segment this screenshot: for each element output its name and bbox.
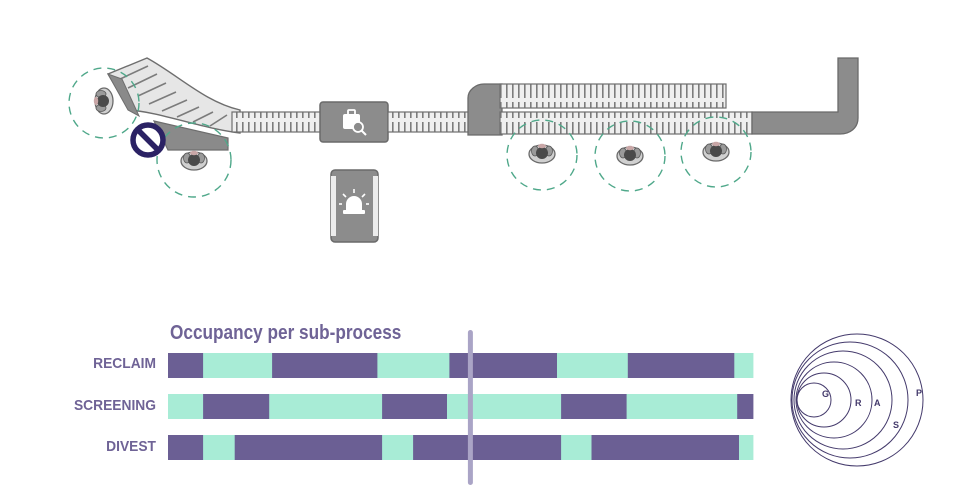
- legend-letter-g: G: [822, 389, 829, 399]
- reclaim-idle-segment: [203, 353, 273, 378]
- timeline-playhead[interactable]: [467, 330, 473, 485]
- divest-idle-segment: [203, 435, 236, 460]
- row-label-divest: DIVEST: [106, 438, 156, 455]
- exit-belt: [751, 57, 859, 135]
- legend-letter-s: S: [893, 420, 899, 430]
- reclaim-busy-segment: [272, 353, 378, 378]
- alarm-station: [330, 169, 379, 243]
- divest-busy-segment: [168, 435, 204, 460]
- concentric-rings-legend: [790, 333, 924, 467]
- reclaim-busy-segment: [627, 353, 735, 378]
- screening-busy-segment: [561, 394, 627, 419]
- operator-zone: [594, 120, 666, 192]
- divest-busy-segment: [413, 435, 562, 460]
- divest-busy-segment: [234, 435, 383, 460]
- baggage-scanner-icon: [343, 109, 367, 136]
- no-entry-icon: [130, 122, 166, 158]
- reclaim-busy-segment: [168, 353, 204, 378]
- roller-belt-mid: [387, 111, 471, 133]
- operators: [68, 67, 752, 198]
- operator-zone: [506, 119, 578, 191]
- divest-busy-segment: [591, 435, 740, 460]
- conveyor-system: [106, 57, 859, 243]
- reclaim-idle-segment: [377, 353, 450, 378]
- person-icon: [93, 87, 114, 115]
- occupancy-chart: [168, 353, 754, 460]
- reclaim-idle-segment: [557, 353, 629, 378]
- screening-busy-segment: [382, 394, 448, 419]
- row-label-reclaim: RECLAIM: [93, 355, 156, 372]
- baggage-scanner: [319, 101, 389, 143]
- screening-idle-segment: [168, 394, 204, 419]
- person-icon: [180, 150, 208, 171]
- legend-letter-a: A: [874, 398, 881, 408]
- screening-idle-segment: [626, 394, 738, 419]
- legend-letters: G R A S P: [822, 388, 922, 430]
- legend-letter-r: R: [855, 398, 862, 408]
- screening-idle-segment: [447, 394, 562, 419]
- operator-zone: [156, 122, 232, 198]
- operator-zone: [68, 67, 140, 139]
- reclaim-ramp: [467, 83, 503, 136]
- reclaim-lower-rollers: [499, 111, 753, 135]
- occupancy-title: Occupancy per sub-process: [170, 322, 402, 344]
- reclaim-upper-rollers: [499, 83, 727, 109]
- divest-idle-segment: [739, 435, 754, 460]
- reclaim-busy-segment: [449, 353, 558, 378]
- legend-letter-p: P: [916, 388, 922, 398]
- person-icon: [528, 143, 556, 164]
- row-label-screening: SCREENING: [73, 397, 156, 414]
- screening-busy-segment: [203, 394, 270, 419]
- divest-idle-segment: [561, 435, 592, 460]
- person-icon: [702, 141, 730, 162]
- screening-idle-segment: [269, 394, 383, 419]
- person-icon: [616, 145, 644, 166]
- roller-belt-left: [231, 111, 323, 133]
- reclaim-idle-segment: [734, 353, 754, 378]
- divest-idle-segment: [382, 435, 414, 460]
- screening-busy-segment: [737, 394, 754, 419]
- alarm-light-icon: [339, 189, 369, 214]
- operator-zone: [680, 116, 752, 188]
